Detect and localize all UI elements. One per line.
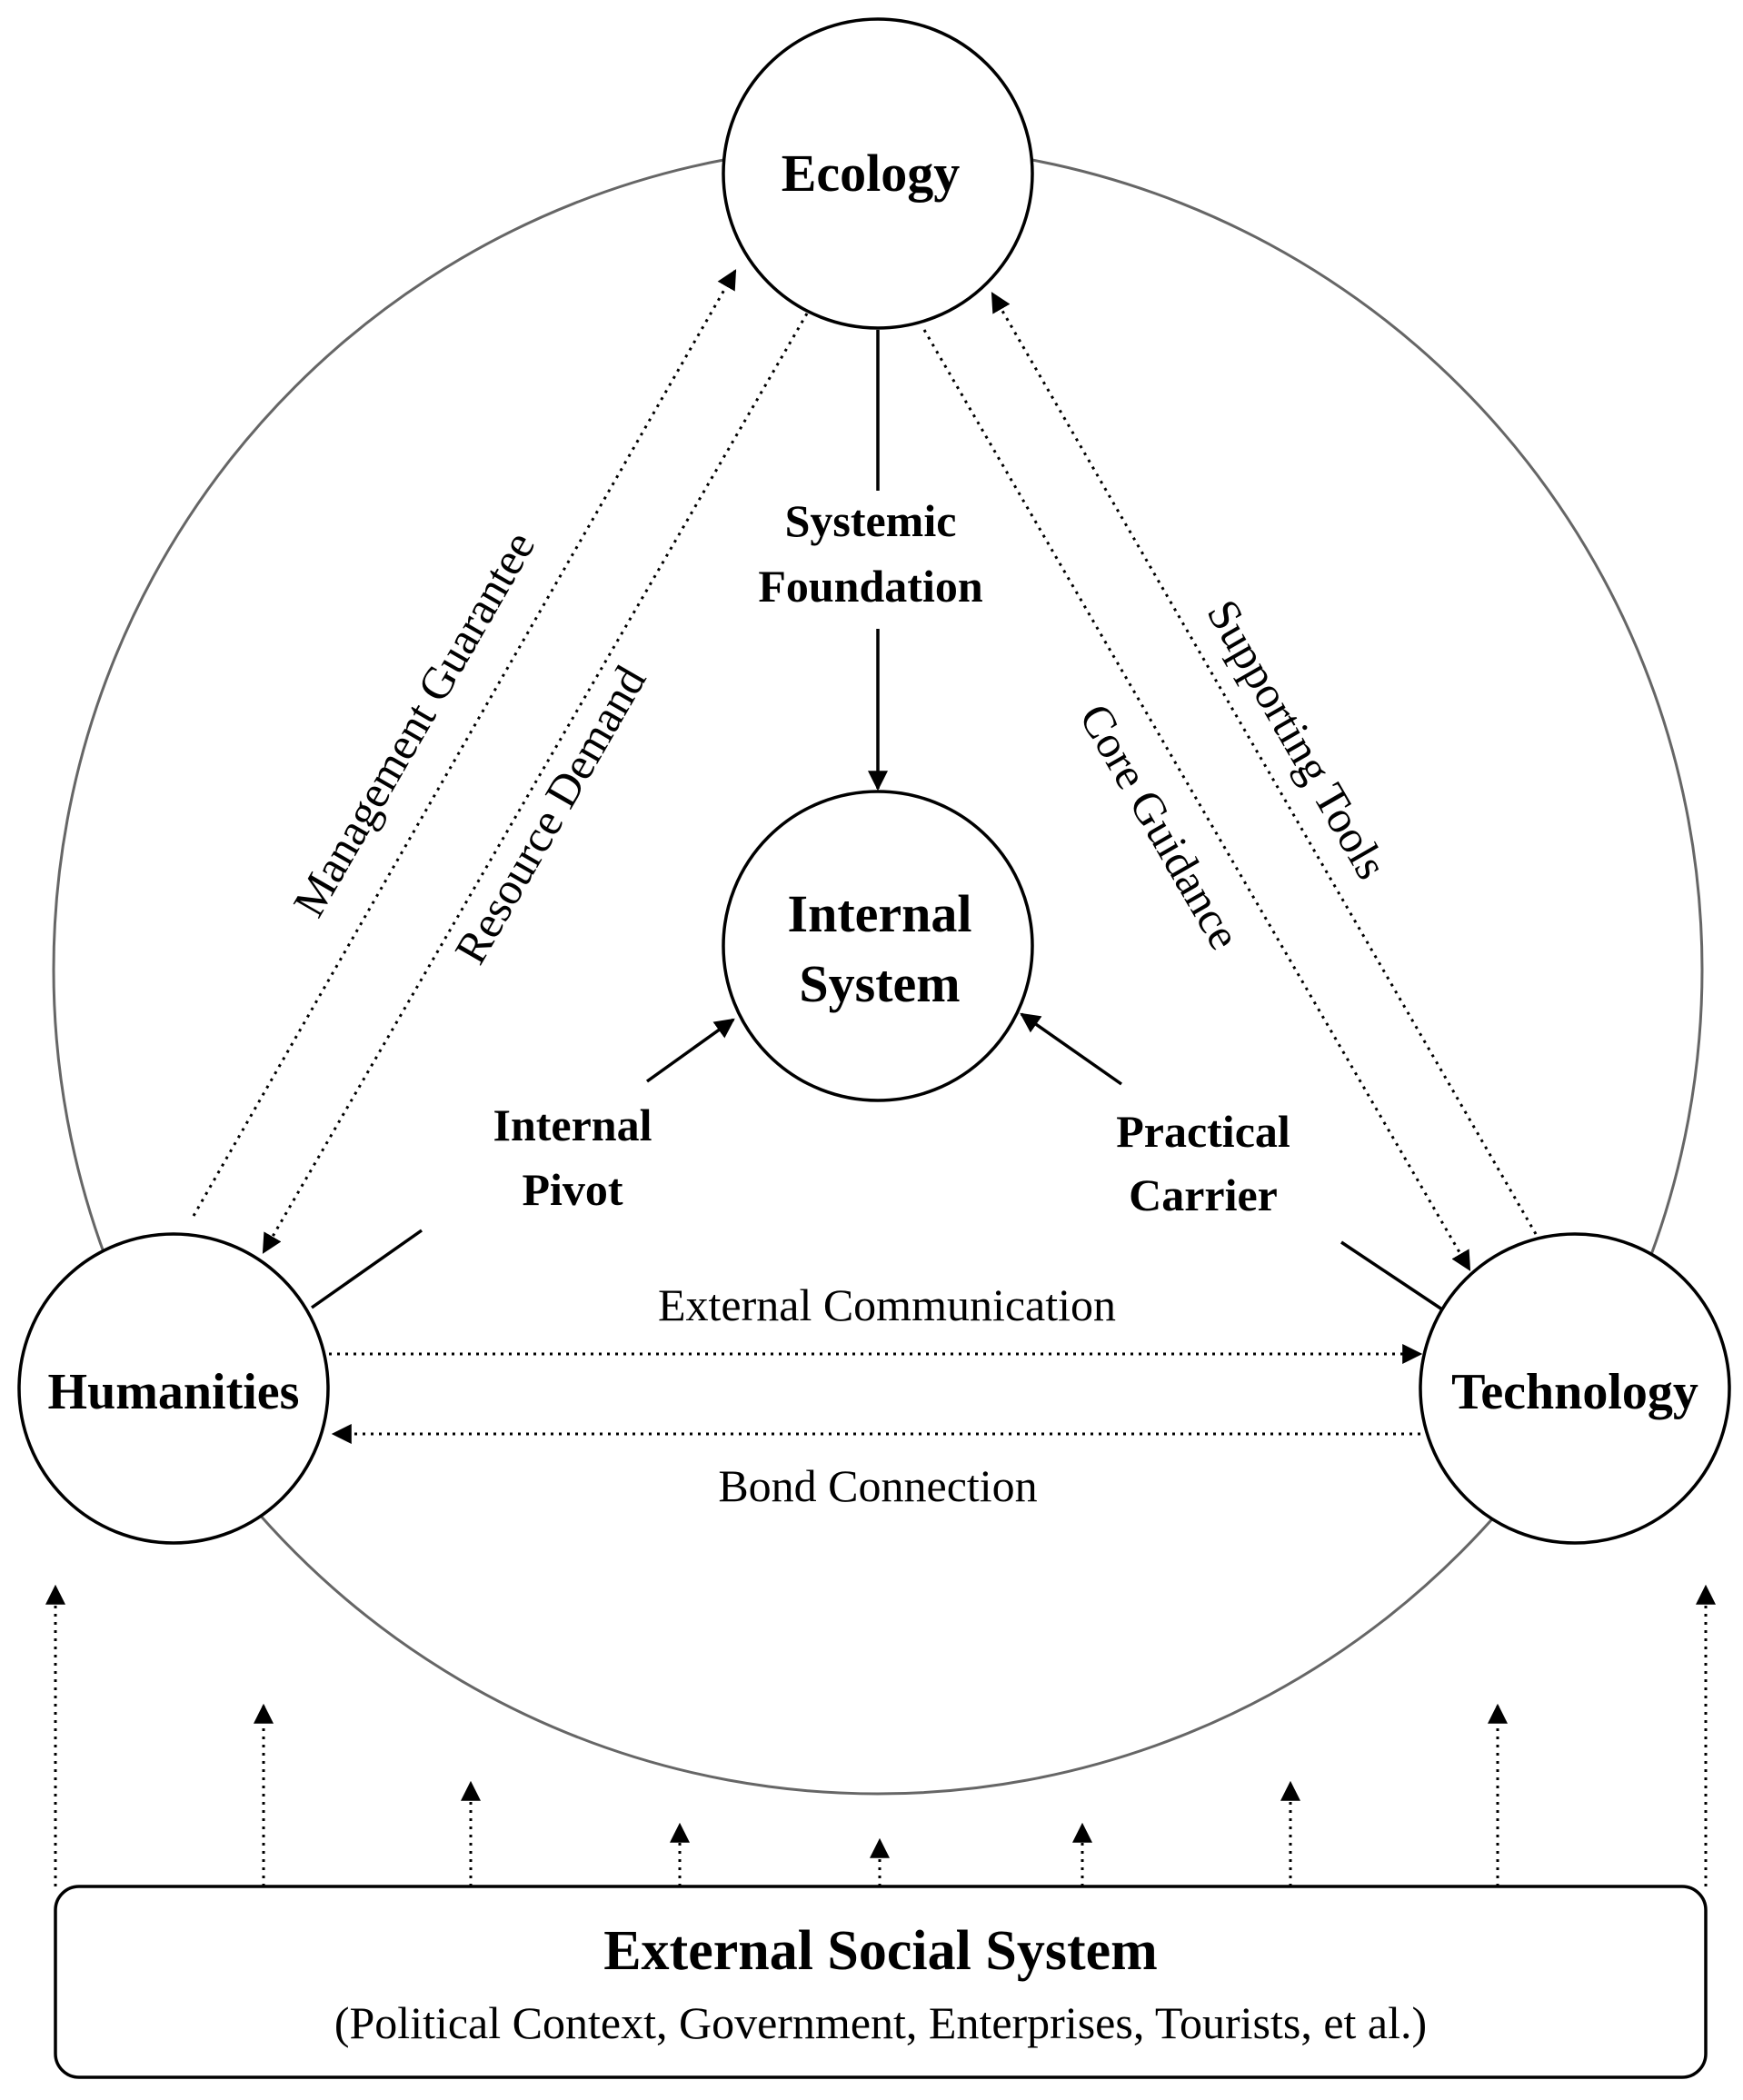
resource-demand-arrow: [262, 313, 809, 1254]
internal-pivot-label-line2: Pivot: [522, 1164, 622, 1215]
systemic-foundation-label-line1: Systemic: [785, 495, 957, 546]
ecology-label: Ecology: [782, 144, 961, 203]
internal-system-label-line1: Internal: [788, 884, 972, 943]
supporting-tools-arrow: [991, 292, 1538, 1235]
external-social-system-box: [54, 1885, 1708, 2079]
internal-system-label-line2: System: [799, 954, 960, 1013]
technology-node: [1419, 1232, 1731, 1545]
systemic-foundation-label-line2: Foundation: [758, 561, 983, 612]
practical-carrier-label-line2: Carrier: [1129, 1169, 1278, 1220]
core-guidance-arrow: [922, 329, 1471, 1271]
resource-demand-label: Resource Demand: [444, 657, 655, 972]
humanities-to-internal-line: [310, 1229, 423, 1309]
management-guarantee-arrow: [192, 269, 737, 1217]
external-influence-arrows: [45, 1584, 1716, 1886]
internal-pivot-label-line1: Internal: [493, 1100, 652, 1150]
technology-label: Technology: [1451, 1364, 1698, 1420]
technology-to-internal-arrow: [1020, 1012, 1123, 1086]
practical-carrier-label-line1: Practical: [1116, 1106, 1290, 1157]
supporting-tools-label: Supporting Tools: [1197, 591, 1398, 887]
ecology-node: [722, 17, 1034, 330]
humanities-node: [17, 1232, 330, 1545]
bond-connection-label: Bond Connection: [718, 1460, 1037, 1511]
external-social-system-subtitle: (Political Context, Government, Enterpri…: [334, 1997, 1427, 2048]
external-communication-label: External Communication: [658, 1279, 1116, 1330]
technology-to-internal-line: [1340, 1240, 1446, 1313]
internal-system-node: [722, 790, 1034, 1102]
external-social-system-title: External Social System: [603, 1920, 1158, 1982]
humanities-to-internal-arrow: [645, 1018, 735, 1083]
humanities-label: Humanities: [48, 1364, 300, 1420]
